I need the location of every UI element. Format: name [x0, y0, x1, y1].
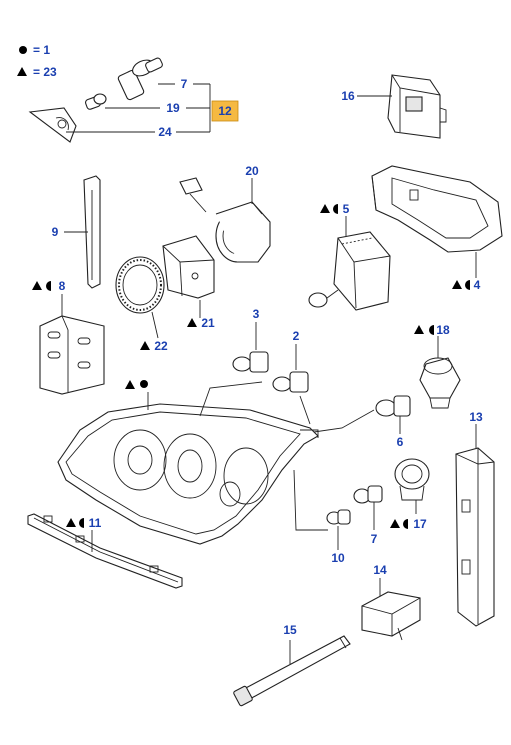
callout-13[interactable]: 13 [469, 410, 483, 424]
callout-18[interactable]: 18 [436, 323, 450, 337]
part-17-triangle-icon [390, 519, 400, 528]
part-5-triangle-icon [320, 204, 330, 213]
part-10-bulb [326, 509, 351, 550]
part-11-trim-strip [27, 513, 183, 589]
part-8-triangle-icon [32, 281, 42, 290]
part-19-bulb [85, 93, 107, 110]
part-21-housing [162, 235, 215, 318]
part-22-triangle-icon [140, 341, 150, 350]
part-18-triangle-icon [414, 325, 424, 334]
headlamp-circle-icon [140, 380, 148, 388]
part-22-ring [115, 256, 165, 339]
callout-21[interactable]: 21 [201, 316, 215, 330]
part-8-bracket [39, 294, 105, 395]
callout-22[interactable]: 22 [154, 339, 168, 353]
part-9-bracket [64, 175, 101, 289]
callout-4[interactable]: 4 [474, 278, 481, 292]
part-24-reflector [28, 107, 77, 143]
callout-24[interactable]: 24 [158, 125, 172, 139]
part-11-half-circle-icon [79, 518, 84, 528]
part-4-cover [371, 165, 503, 278]
callout-20[interactable]: 20 [245, 164, 259, 178]
part-7-top [117, 57, 163, 101]
part-18-half-circle-icon [429, 325, 434, 335]
part-21-triangle-icon [187, 318, 197, 327]
callout-17[interactable]: 17 [413, 517, 427, 531]
legend-triangle-icon [17, 67, 27, 76]
part-15-adjuster-rod [233, 635, 351, 707]
part-13-bracket [455, 424, 495, 627]
legend-circle-icon [19, 46, 27, 54]
part-14-module [361, 578, 421, 641]
part-2-bulb [272, 344, 309, 393]
group-12-leaders [66, 83, 211, 133]
part-4-triangle-icon [452, 280, 462, 289]
group-12-highlight-box [211, 100, 239, 122]
callout-7-lower[interactable]: 7 [371, 532, 378, 546]
callout-14[interactable]: 14 [373, 563, 387, 577]
part-3-bulb [232, 322, 269, 373]
callout-16[interactable]: 16 [341, 89, 355, 103]
part-20-ignitor [179, 177, 271, 263]
callout-12[interactable]: 12 [218, 104, 232, 118]
part-11-triangle-icon [66, 518, 76, 527]
part-18-socket [419, 336, 461, 409]
callout-19[interactable]: 19 [166, 101, 180, 115]
part-17-half-circle-icon [403, 519, 408, 529]
part-16-control-module [357, 74, 447, 139]
callout-5[interactable]: 5 [343, 202, 350, 216]
callout-9[interactable]: 9 [52, 225, 59, 239]
callout-15[interactable]: 15 [283, 623, 297, 637]
callout-2[interactable]: 2 [293, 329, 300, 343]
part-7-bulb-lower [353, 485, 383, 530]
part-8-half-circle-icon [46, 281, 51, 291]
part-17-socket [394, 458, 430, 514]
headlamp-triangle-icon [125, 380, 135, 389]
legend: = 1 = 23 [17, 43, 57, 79]
part-5-bulb-socket [308, 216, 391, 311]
part-5-half-circle-icon [333, 204, 338, 214]
callout-11[interactable]: 11 [89, 516, 102, 530]
callout-3[interactable]: 3 [253, 307, 260, 321]
callout-8[interactable]: 8 [59, 279, 66, 293]
callout-10[interactable]: 10 [331, 551, 345, 565]
callout-6[interactable]: 6 [397, 435, 404, 449]
callout-7-top[interactable]: 7 [181, 77, 188, 91]
part-4-half-circle-icon [465, 280, 470, 290]
headlamp-assembly [57, 381, 375, 545]
part-6-bulb [375, 395, 411, 434]
legend-circle-label: = 1 [33, 43, 50, 57]
legend-triangle-label: = 23 [33, 65, 57, 79]
